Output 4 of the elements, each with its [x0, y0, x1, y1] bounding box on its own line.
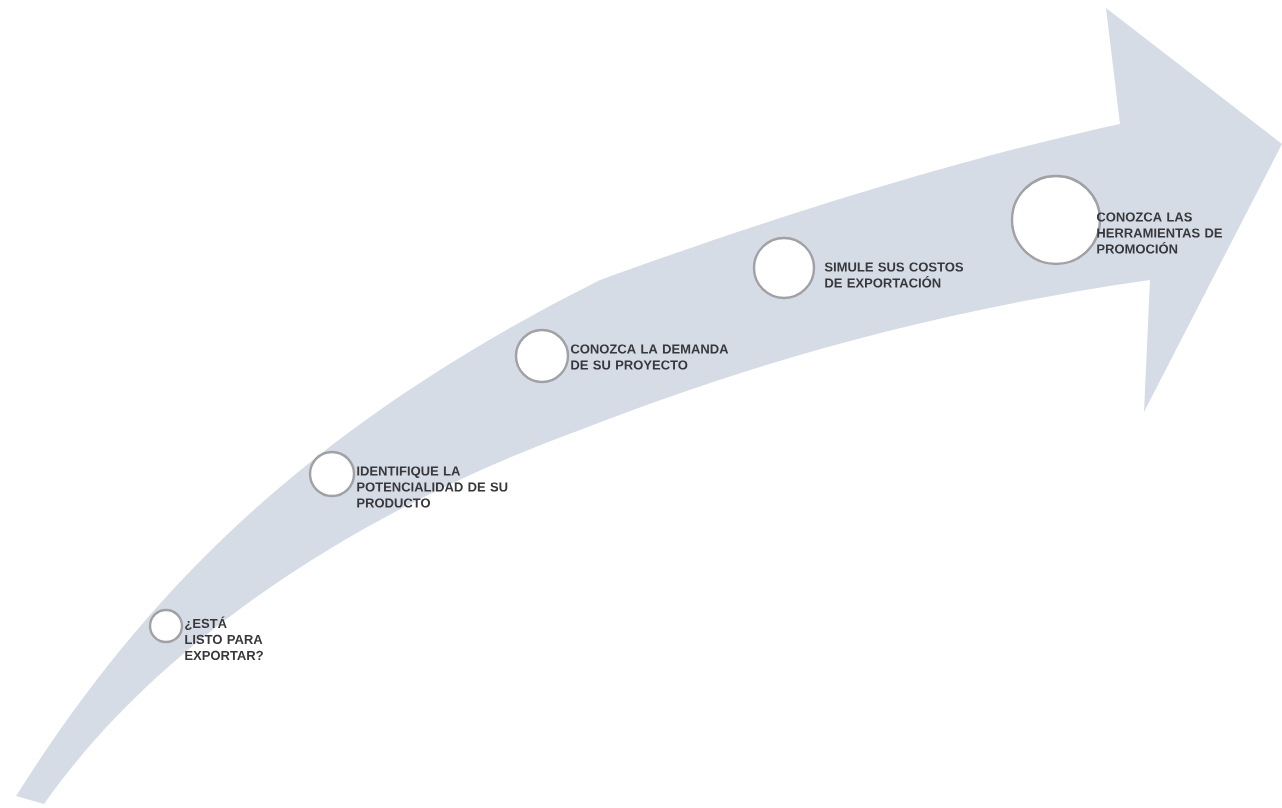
circle — [752, 236, 816, 300]
circle — [148, 608, 184, 644]
circle — [514, 328, 570, 384]
circle — [308, 450, 356, 498]
